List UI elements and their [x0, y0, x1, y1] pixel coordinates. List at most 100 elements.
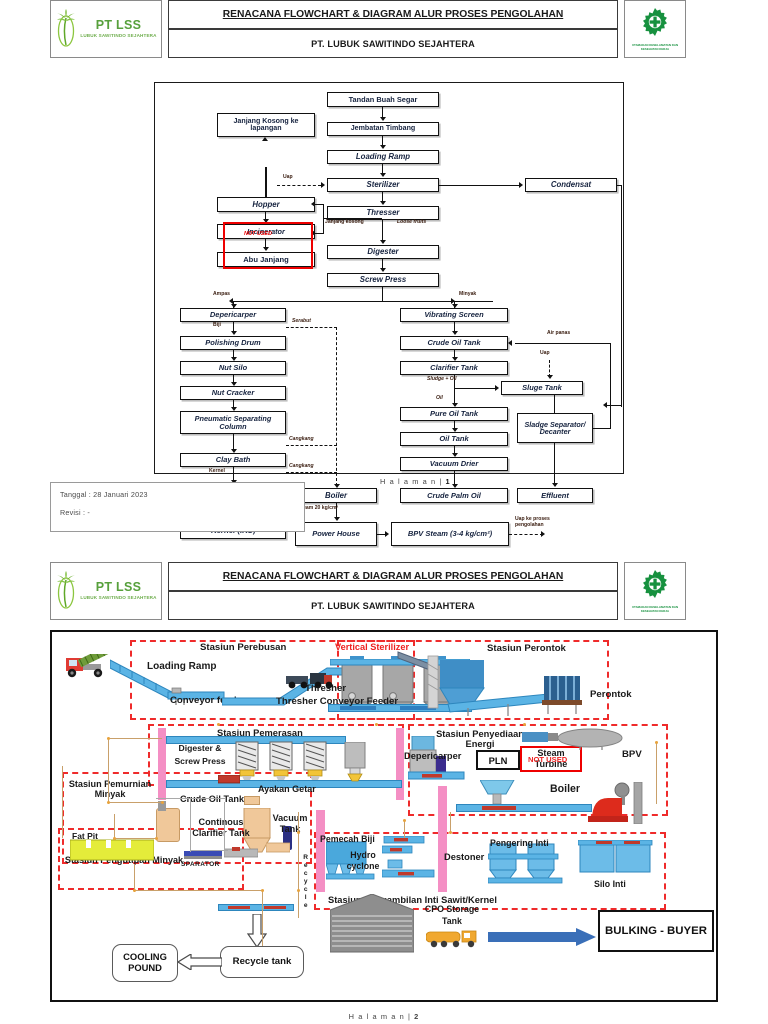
cpo-tanker-truck-icon: [425, 928, 486, 955]
loading-ramp-conveyor: [109, 658, 225, 713]
flow-node-sterilizer: Sterilizer: [327, 178, 439, 192]
flow-label-ampas: Ampas: [213, 291, 230, 297]
hollow-arrow-left-icon: [176, 952, 223, 975]
equipment-label-steam-turbine: Steam Turbine: [534, 748, 568, 770]
steam-turbine-not-used-highlight: [520, 746, 582, 772]
flow-node-nut-cracker: Nut Cracker: [180, 386, 286, 400]
k3-logo-text-2: UTAMAKAN KESELAMATAN DAN KESEHATAN KERJA: [631, 604, 679, 613]
flow-node-condensat: Condensat: [525, 178, 617, 192]
flow-node-clarifier-tank: Clarifier Tank: [400, 361, 508, 375]
flow-node-jembatan: Jembatan Timbang: [327, 122, 439, 136]
cooling-pound-box: COOLING POUND: [112, 944, 178, 982]
page1-footer-number: 1: [445, 477, 451, 486]
flow-label-uap-2: Uap: [540, 350, 550, 356]
header-title-block-2: RENACANA FLOWCHART & DIAGRAM ALUR PROSES…: [168, 562, 618, 620]
station-label-pemerasan: Stasiun Pemerasan: [217, 728, 303, 738]
clarifier-tank-vessel-a: [156, 808, 180, 842]
k3-logo-right-2: UTAMAKAN KESELAMATAN DAN KESEHATAN KERJA: [624, 562, 686, 620]
pink-pipe-kernel-mid: [438, 786, 447, 892]
info-tanggal: Tanggal : 28 Januari 2023: [60, 490, 148, 499]
flow-label-janjang-kosong-flow: Janjang kosong: [325, 218, 364, 225]
document-title: RENACANA FLOWCHART & DIAGRAM ALUR PROSES…: [222, 9, 564, 20]
flow-node-thresser: Thresser: [327, 206, 439, 220]
equipment-label-vacuum-tank: Vacuum Tank: [272, 813, 308, 835]
equipment-label-fat-pit: Fat Pit: [72, 831, 98, 841]
flow-label-kernel: Kernel: [209, 468, 225, 474]
transfer-vehicle-icon: [284, 670, 336, 695]
flow-node-janjang-kosong: Janjang Kosong ke lapangan: [217, 113, 315, 137]
equipment-label-recycle-vertical: Recycle: [302, 854, 310, 910]
station-label-perontok: Stasiun Perontok: [487, 643, 566, 654]
boiler-conveyor: [456, 804, 592, 812]
station-label-perebusan: Stasiun Perebusan: [200, 642, 287, 653]
flow-node-pure-oil-tank: Pure Oil Tank: [400, 407, 508, 421]
vacuum-tank-vessel: [283, 826, 292, 850]
equipment-label-sparator: SPARATOR: [181, 861, 220, 868]
page1-footer: H a l a m a n | 1: [380, 477, 451, 486]
station-label-pemurnian-minyak: Stasiun Pemurnian Minyak: [68, 779, 152, 799]
pengering-inti-units: [487, 840, 566, 889]
flow-node-sludge-separator: Sladge Separator/ Decanter: [517, 413, 593, 443]
info-revisi: Revisi : -: [60, 508, 90, 517]
equipment-label-hydro-cyclone: Hydro cyclone: [346, 850, 380, 871]
cpo-storage-tank-building: [329, 893, 415, 961]
flow-node-vibrating-screen: Vibrating Screen: [400, 308, 508, 322]
equipment-label-cpo-storage-tank: CPO Storage Tank: [424, 904, 480, 926]
cooling-pound-label: COOLING POUND: [123, 951, 167, 973]
flow-node-screw-press: Screw Press: [327, 273, 439, 287]
equipment-label-conveyor-feeder: Conveyor feeder: [170, 695, 246, 706]
equipment-label-silo-inti: Silo Inti: [594, 879, 626, 889]
recycle-tank-box: Recycle tank: [220, 946, 304, 978]
flow-label-uap: Uap: [283, 174, 293, 180]
logo-sub-text-2: LUBUK SAWITINDO SEJAHTERA: [80, 594, 157, 600]
flow-node-crude-palm-oil: Crude Palm Oil: [400, 488, 508, 503]
station-boundary-pengutipan: [58, 828, 244, 890]
logo-sub-text: LUBUK SAWITINDO SEJAHTERA: [80, 32, 157, 38]
pink-pipe-left: [158, 728, 166, 800]
page2-footer-label: H a l a m a n |: [348, 1012, 411, 1021]
flow-label-sludge-oil: Sludge + Oil: [427, 376, 457, 382]
company-logo-left: PT LSS LUBUK SAWITINDO SEJAHTERA: [50, 0, 162, 58]
bulking-arrow-icon: [488, 928, 596, 951]
flow-node-pneumatic: Pneumatic Separating Column: [180, 411, 286, 434]
pln-label: PLN: [488, 754, 508, 766]
flow-label-biji: Biji: [213, 322, 221, 328]
flow-label-loose-fruits: Loose fruits: [397, 218, 427, 225]
perontok-feed-structure: [388, 646, 588, 725]
equipment-label-pemecah-biji: Pemecah Biji: [320, 834, 375, 844]
document-title-row-2: RENACANA FLOWCHART & DIAGRAM ALUR PROSES…: [168, 562, 618, 591]
page2-header: PT LSS LUBUK SAWITINDO SEJAHTERA RENACAN…: [50, 562, 718, 620]
sparator-unit: [184, 848, 222, 866]
flow-node-oil-tank: Oil Tank: [400, 432, 508, 446]
company-name-2: PT. LUBUK SAWITINDO SEJAHTERA: [311, 600, 475, 611]
document-title-2: RENACANA FLOWCHART & DIAGRAM ALUR PROSES…: [222, 571, 564, 582]
document-title-row: RENACANA FLOWCHART & DIAGRAM ALUR PROSES…: [168, 0, 618, 29]
flow-node-digester: Digester: [327, 245, 439, 259]
steam-turbine-not-used-label: NOT USED: [528, 755, 568, 764]
bottom-conveyor: [218, 904, 294, 911]
flow-label-oil: Oil: [436, 395, 443, 401]
flow-node-bpv-steam: BPV Steam (3-4 kg/cm²): [391, 522, 509, 546]
flow-node-effluent: Effluent: [517, 488, 593, 503]
truck-icon: [66, 646, 116, 685]
bulking-buyer-label: BULKING - BUYER: [605, 925, 707, 937]
bpv-vessel: [522, 728, 632, 755]
depericarper-unit: [407, 735, 478, 795]
company-logo-left-2: PT LSS LUBUK SAWITINDO SEJAHTERA: [50, 562, 162, 620]
flow-node-clay-bath: Clay Bath: [180, 453, 286, 467]
station-boundary-perebusan: [130, 640, 415, 720]
flow-node-boiler: Boiler: [295, 488, 377, 503]
flow-node-abu-janjang: Abu Janjang: [217, 252, 315, 267]
station-boundary-perontok: [337, 640, 609, 720]
equipment-label-digester-screw-press: Digester & Screw Press: [174, 743, 226, 766]
flow-node-tbs: Tandan Buah Segar: [327, 92, 439, 107]
station-boundary-pengambilan-inti: [314, 832, 666, 910]
pemerasan-bottom-conveyor: [166, 780, 402, 788]
pemecah-biji-unit: [325, 836, 384, 887]
pump-unit-2: [265, 840, 291, 859]
boiler-feed: [479, 779, 516, 815]
flow-node-vacuum-drier: Vacuum Drier: [400, 457, 508, 471]
equipment-label-boiler: Boiler: [550, 783, 581, 795]
page2-footer: H a l a m a n | 2: [0, 1012, 768, 1021]
equipment-label-thresher-conveyor-feeder: Thresher Conveyor Feeder: [276, 696, 399, 707]
